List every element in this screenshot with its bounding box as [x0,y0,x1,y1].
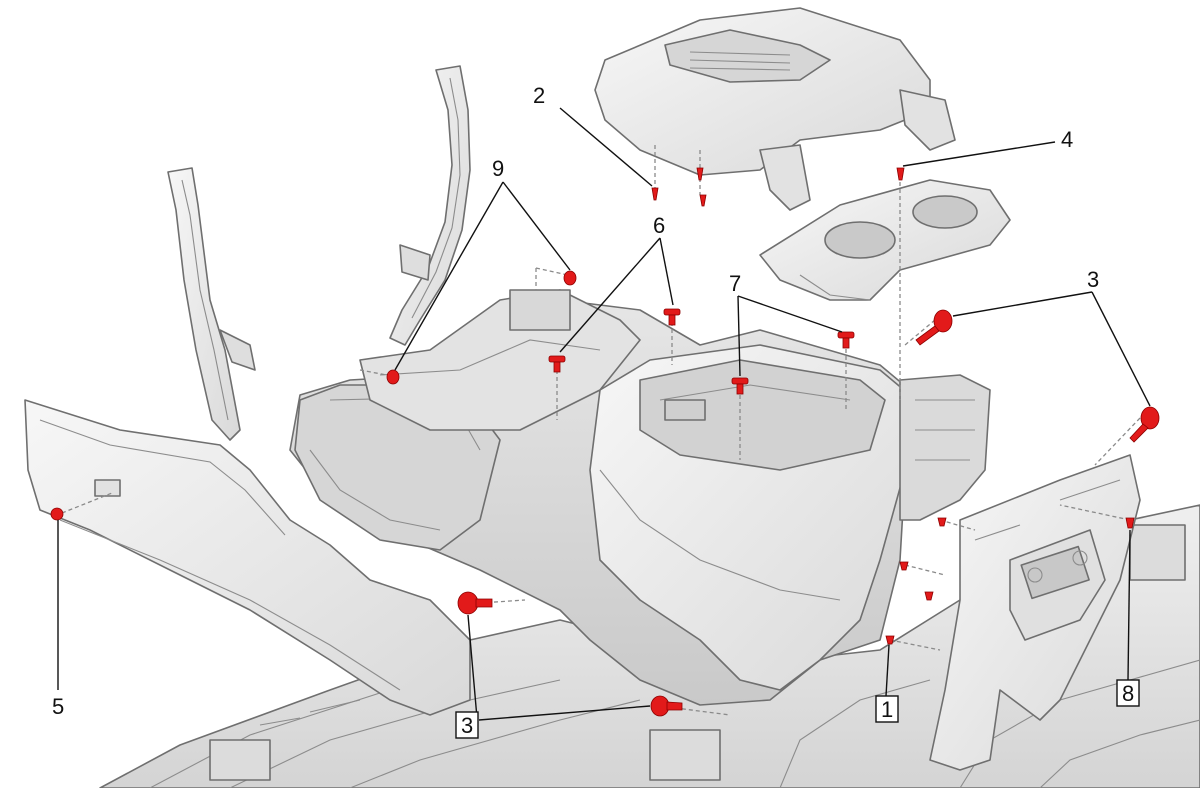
fastener-2a [651,187,659,201]
callouts: 2 4 9 6 7 3 5 3 1 8 [52,83,1140,739]
fasteners [50,167,1160,717]
callout-3-boxed: 3 [455,711,479,739]
lower-left-trim-panel [24,399,471,716]
fastener-3a [915,309,953,346]
armrest-lid [594,7,956,211]
callout-9: 9 [492,156,504,181]
fastener-6b [548,355,566,373]
callout-7: 7 [729,271,741,296]
fastener-2c [699,194,707,207]
fastener-9b [386,369,400,385]
install-lines [61,145,1141,716]
callout-5: 5 [52,694,64,719]
fastener-1a [885,635,895,645]
fastener-2b [696,167,704,181]
leader-lines [57,107,1151,721]
svg-text:1: 1 [881,697,893,722]
callout-1-boxed: 1 [875,695,899,723]
fastener-7a [837,331,855,349]
cup-holder [759,179,1011,301]
fastener-1b [899,561,909,571]
left-rear-bracket [167,167,256,441]
upper-bracket [359,289,641,431]
fastener-3b [1129,406,1160,443]
fastener-9a [563,270,577,286]
fastener-6a [663,308,681,326]
callout-4: 4 [1061,127,1073,152]
rear-console-panel [929,454,1141,771]
svg-text:3: 3 [461,713,473,738]
floor-pan [99,504,1200,788]
callout-2: 2 [533,83,545,108]
callout-8-boxed: 8 [1116,679,1140,707]
fastener-3c [457,591,493,615]
left-front-bracket [389,65,471,346]
svg-text:8: 8 [1122,681,1134,706]
fastener-3d [650,695,683,717]
fastener-5 [50,507,64,521]
fastener-4 [896,167,905,181]
fastener-1c [924,591,934,601]
callout-3-top: 3 [1087,267,1099,292]
fastener-1d [937,517,947,527]
fastener-8 [1125,517,1135,529]
fastener-7b [731,377,749,395]
callout-6: 6 [653,213,665,238]
